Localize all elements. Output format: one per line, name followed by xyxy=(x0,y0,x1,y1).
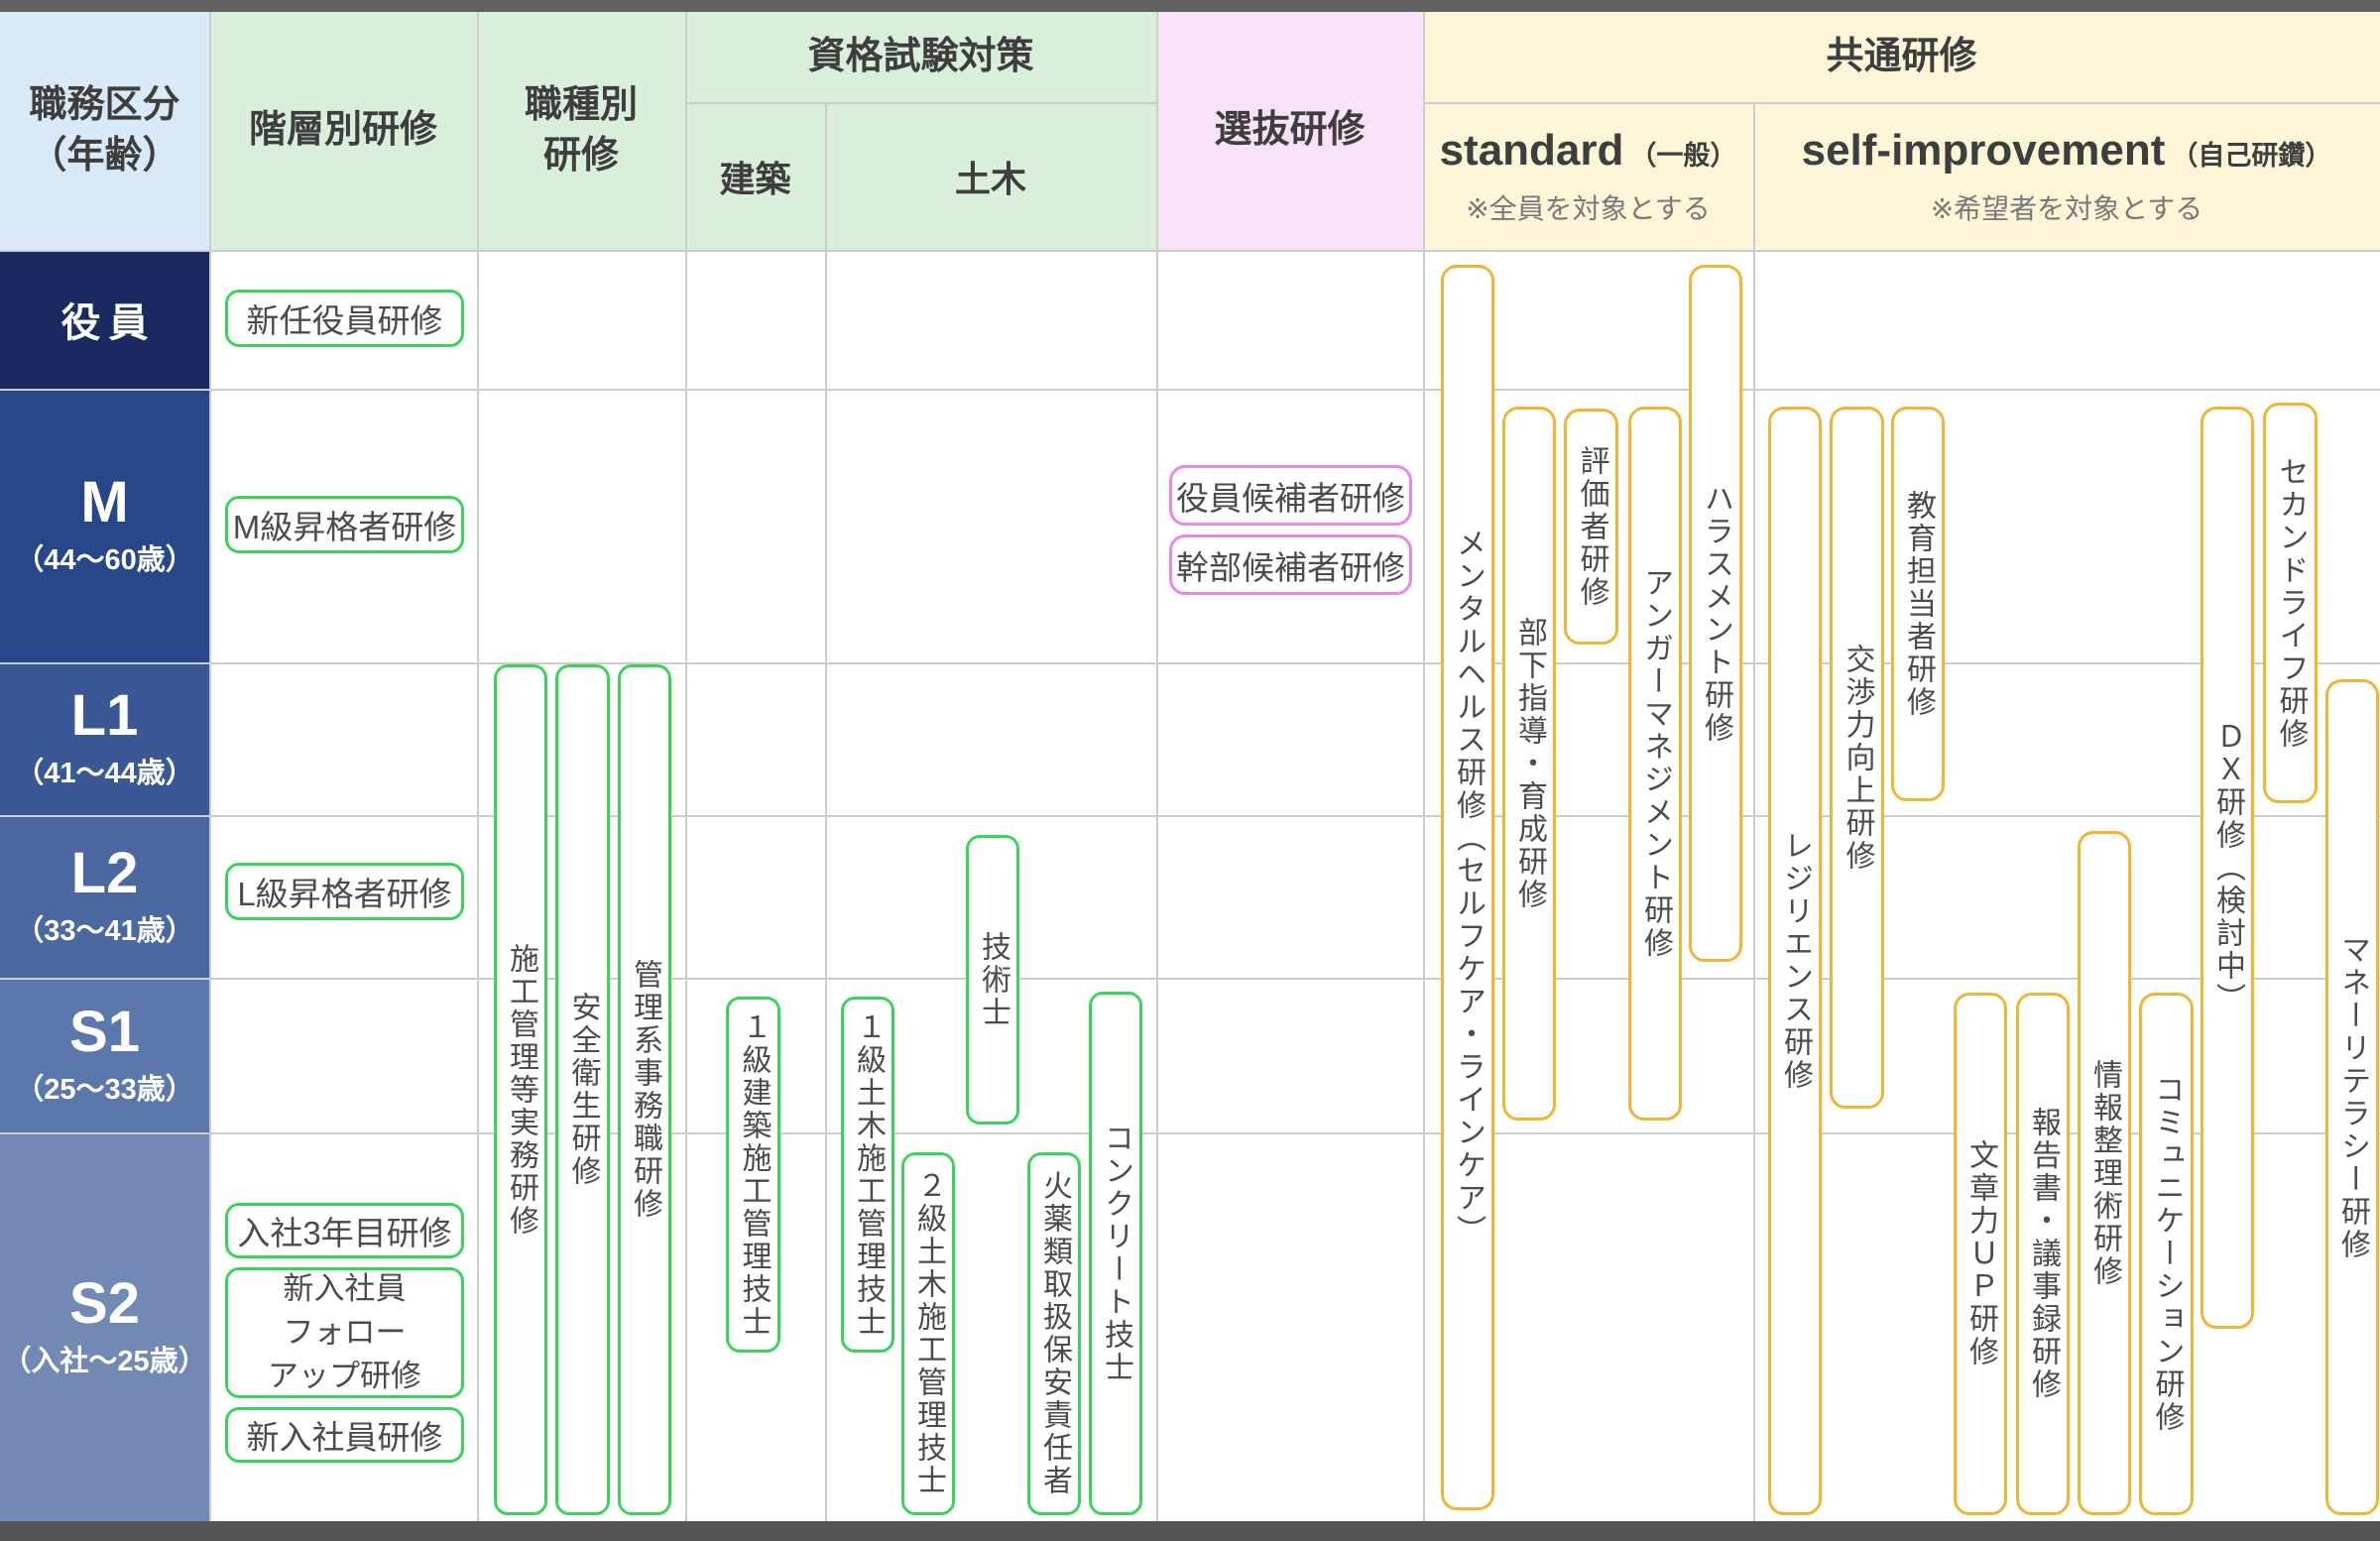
header-qualification-label: 資格試験対策 xyxy=(807,35,1034,77)
header-selection-training: 選抜研修 xyxy=(1156,12,1423,250)
grid-line xyxy=(0,1132,2380,1134)
header-sub-architecture: 建築 xyxy=(685,102,825,250)
row-label-s1: S1 （25～33歳） xyxy=(0,978,209,1132)
training-box: 新入社員 フォロー アップ研修 xyxy=(225,1267,464,1398)
training-box: 情報整理術研修 xyxy=(2078,831,2131,1515)
row-label-text: S1 xyxy=(69,999,140,1064)
header-selection-label: 選抜研修 xyxy=(1214,109,1366,152)
header-architecture-label: 建築 xyxy=(719,158,791,199)
standard-title: standard xyxy=(1439,125,1624,175)
row-label-l1: L1 （41～44歳） xyxy=(0,662,209,815)
training-box: 教育担当者研修 xyxy=(1891,407,1945,801)
row-age-text: （入社～25歳） xyxy=(2,1346,207,1378)
header-jobtype-training: 職種別 研修 xyxy=(477,12,685,250)
training-box: L級昇格者研修 xyxy=(225,863,464,920)
training-box: 報告書・議事録研修 xyxy=(2016,993,2070,1515)
row-label-text: S2 xyxy=(69,1270,140,1336)
row-label-text: 役員 xyxy=(60,301,157,345)
standard-subtitle: （一般） xyxy=(1629,140,1737,171)
training-box: レジリエンス研修 xyxy=(1768,407,1822,1515)
grid-line xyxy=(1156,12,1158,1521)
header-sub-civil: 土木 xyxy=(825,102,1156,250)
training-box: M級昇格者研修 xyxy=(225,496,464,553)
row-label-yakuin: 役員 xyxy=(0,250,209,389)
standard-title-line: standard （一般） xyxy=(1440,126,1737,176)
training-box: 施工管理等実務研修 xyxy=(494,664,547,1515)
training-box: セカンドライフ研修 xyxy=(2263,403,2318,803)
header-job-category-label: 職務区分 （年齢） xyxy=(29,83,180,177)
header-hierarchy-training: 階層別研修 xyxy=(209,12,477,250)
row-label-text: L2 xyxy=(70,840,139,905)
row-label-m: M （44～60歳） xyxy=(0,389,209,662)
training-box: 交渉力向上研修 xyxy=(1830,407,1884,1109)
header-common-title: 共通研修 xyxy=(1423,12,2380,102)
grid-line xyxy=(1423,102,2380,104)
row-label-text: L1 xyxy=(70,682,139,748)
header-sub-self-improvement: self-improvement （自己研鑽） ※希望者を対象とする xyxy=(1753,102,2380,250)
grid-line xyxy=(825,102,827,1521)
training-box: １級土木施工管理技士 xyxy=(841,997,894,1353)
training-box: 新任役員研修 xyxy=(225,290,464,347)
training-box: コミュニケーション研修 xyxy=(2139,993,2194,1515)
row-label-text: M xyxy=(80,469,129,534)
row-label-l2: L2 （33～41歳） xyxy=(0,815,209,978)
training-box: 幹部候補者研修 xyxy=(1169,534,1412,595)
training-box: 管理系事務職研修 xyxy=(618,664,671,1515)
training-box: 入社3年目研修 xyxy=(225,1203,464,1258)
training-box: 新入社員研修 xyxy=(225,1407,464,1463)
training-box: 部下指導・育成研修 xyxy=(1502,407,1556,1121)
training-box: ハラスメント研修 xyxy=(1689,265,1742,962)
training-box: メンタルヘルス研修（セルフケア・ラインケア） xyxy=(1441,265,1494,1510)
training-box: １級建築施工管理技士 xyxy=(726,997,780,1353)
grid-line xyxy=(1753,102,1755,1521)
training-box: 評価者研修 xyxy=(1564,409,1618,645)
grid-line xyxy=(1423,12,1425,1521)
training-box: 火薬類取扱保安責任者 xyxy=(1027,1152,1081,1515)
grid-line xyxy=(0,250,2380,252)
training-box: 文章力ＵＰ研修 xyxy=(1954,993,2007,1515)
row-age-text: （41～44歳） xyxy=(15,758,194,790)
header-qualification-title: 資格試験対策 xyxy=(685,12,1156,102)
training-box: アンガーマネジメント研修 xyxy=(1628,407,1682,1121)
grid-line xyxy=(0,978,2380,980)
grid-line xyxy=(477,12,479,1521)
row-age-text: （33～41歳） xyxy=(15,915,194,948)
row-label-s2: S2 （入社～25歳） xyxy=(0,1132,209,1521)
self-improvement-note: ※希望者を対象とする xyxy=(1930,192,2203,224)
header-sub-standard: standard （一般） ※全員を対象とする xyxy=(1423,102,1753,250)
training-box: コンクリート技士 xyxy=(1089,992,1142,1515)
bottom-border-bar xyxy=(0,1521,2380,1541)
row-age-text: （44～60歳） xyxy=(15,544,194,577)
training-box: 役員候補者研修 xyxy=(1169,465,1412,526)
header-common-label: 共通研修 xyxy=(1826,35,1977,77)
training-box: ＤＸ研修（検討中） xyxy=(2201,407,2254,1329)
grid-line xyxy=(685,12,687,1521)
header-job-category: 職務区分 （年齢） xyxy=(0,12,209,250)
grid-line xyxy=(209,12,211,1521)
grid-line xyxy=(685,102,1156,104)
grid-line xyxy=(0,662,2380,664)
self-improvement-title: self-improvement xyxy=(1801,125,2166,175)
header-jobtype-label: 職種別 研修 xyxy=(524,83,638,177)
training-box: 技術士 xyxy=(966,835,1019,1125)
header-hierarchy-label: 階層別研修 xyxy=(248,109,437,152)
training-box: 安全衛生研修 xyxy=(555,664,610,1515)
header-civil-label: 土木 xyxy=(954,158,1026,199)
grid-line xyxy=(0,815,2380,817)
row-age-text: （25～33歳） xyxy=(15,1074,194,1107)
grid-line xyxy=(0,389,2380,391)
self-improvement-subtitle: （自己研鑽） xyxy=(2171,140,2332,171)
header-qualification-group xyxy=(685,12,1156,250)
training-box: マネーリテラシー研修 xyxy=(2325,679,2379,1515)
training-box: ２級土木施工管理技士 xyxy=(901,1152,955,1515)
header-common-training-group xyxy=(1423,12,2380,250)
top-border-bar xyxy=(0,0,2380,12)
standard-note: ※全員を対象とする xyxy=(1466,192,1711,224)
self-improvement-title-line: self-improvement （自己研鑽） xyxy=(1802,126,2332,176)
